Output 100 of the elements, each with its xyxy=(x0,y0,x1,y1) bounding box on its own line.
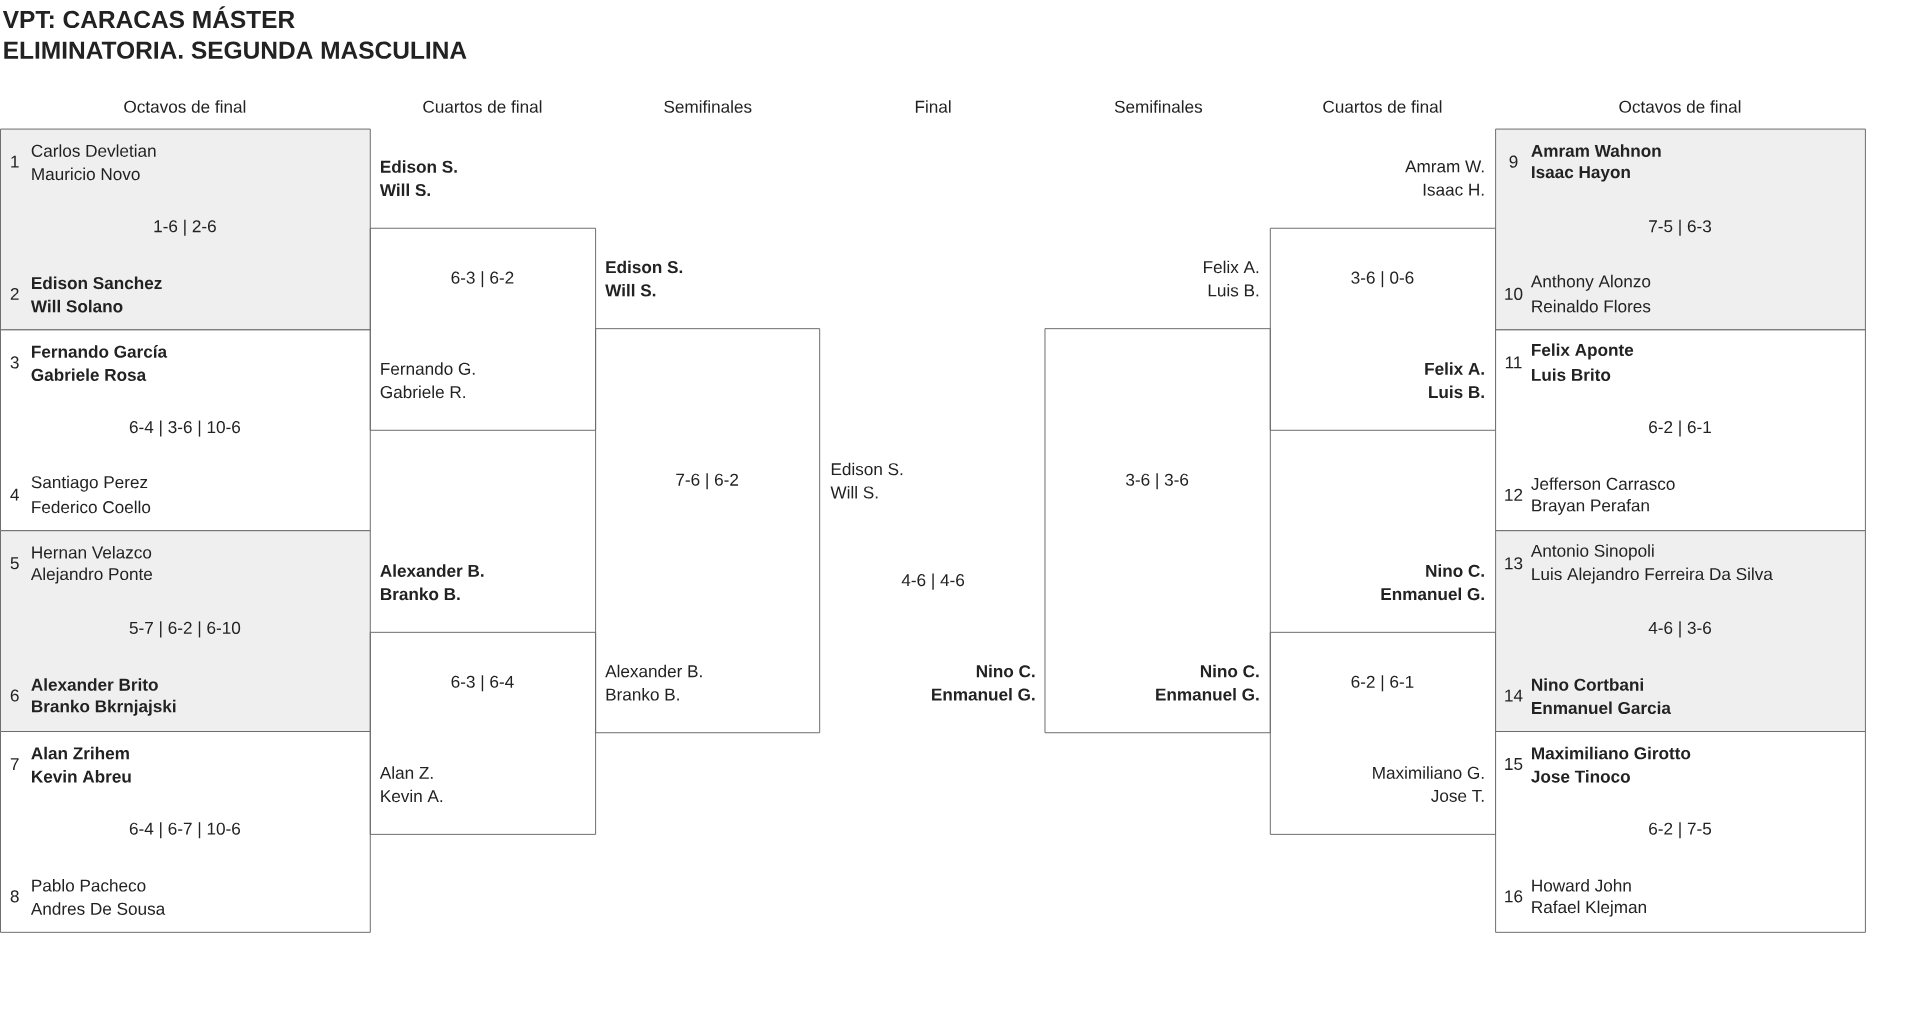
column-header: Final xyxy=(915,100,951,113)
player-name: Nino C. xyxy=(1426,564,1484,577)
title: VPT: CARACAS MÁSTER xyxy=(2,5,295,28)
player-name: Will S. xyxy=(605,283,656,297)
player-name: Branko B. xyxy=(381,587,460,600)
player-name: Alexander Brito xyxy=(31,677,158,691)
player-name: Luis Brito xyxy=(1532,368,1611,381)
player-name: Brayan Perafan xyxy=(1532,498,1649,515)
player-name: Antonio Sinopoli xyxy=(1530,544,1654,560)
player-name: Nino Cortbani xyxy=(1532,677,1643,691)
match-box xyxy=(0,128,371,331)
player-name: Enmanuel G. xyxy=(1381,587,1484,600)
player-name: Hernan Velazco xyxy=(32,545,152,559)
seed-number: 13 xyxy=(1505,556,1523,570)
player-name: Alexander B. xyxy=(605,664,702,678)
score: 3-6 | 0-6 xyxy=(1351,270,1414,287)
score: 1-6 | 2-6 xyxy=(154,219,216,236)
column-header: Cuartos de final xyxy=(423,100,542,113)
match-box xyxy=(0,530,371,732)
player-name: Fernando G. xyxy=(381,362,475,375)
seed-number: 1 xyxy=(11,155,19,168)
column-header: Octavos de final xyxy=(1619,100,1741,113)
score: 5-7 | 6-2 | 6-10 xyxy=(129,621,241,638)
column-header: Octavos de final xyxy=(124,100,246,113)
player-name: Mauricio Novo xyxy=(32,167,140,180)
player-name: Maximiliano Girotto xyxy=(1532,746,1691,760)
player-name: Branko Bkrnjajski xyxy=(32,699,176,716)
player-name: Kevin Abreu xyxy=(32,769,131,783)
seed-number: 15 xyxy=(1505,757,1523,770)
player-name: Luis Alejandro Ferreira Da Silva xyxy=(1532,567,1773,584)
match-box xyxy=(1495,128,1866,331)
player-name: Felix A. xyxy=(1204,260,1259,273)
player-name: Felix A. xyxy=(1425,362,1484,375)
score: 6-2 | 6-1 xyxy=(1351,675,1414,692)
player-name: Gabriele Rosa xyxy=(31,368,147,381)
score: 6-4 | 3-6 | 10-6 xyxy=(129,420,241,437)
score: 3-6 | 3-6 xyxy=(1126,472,1189,489)
player-name: Nino C. xyxy=(1200,664,1259,678)
seed-number: 11 xyxy=(1505,356,1522,369)
player-name: Andres De Sousa xyxy=(30,902,166,915)
player-name: Kevin A. xyxy=(381,789,443,802)
seed-number: 16 xyxy=(1505,890,1523,903)
seed-number: 5 xyxy=(10,557,19,570)
player-name: Felix Aponte xyxy=(1532,343,1634,360)
player-name: Jefferson Carrasco xyxy=(1531,477,1675,490)
player-name: Reinaldo Flores xyxy=(1532,299,1651,313)
player-name: Alan Zrihem xyxy=(31,746,129,760)
player-name: Will S. xyxy=(379,183,430,196)
player-name: Edison Sanchez xyxy=(32,276,162,289)
player-name: Pablo Pacheco xyxy=(32,878,146,892)
seed-number: 6 xyxy=(10,689,19,702)
match-box xyxy=(369,160,597,431)
match-box xyxy=(1495,329,1866,531)
player-name: Anthony Alonzo xyxy=(1530,274,1651,291)
player-name: Rafael Klejman xyxy=(1532,900,1646,917)
seed-number: 7 xyxy=(10,757,19,770)
score: 6-3 | 6-2 xyxy=(451,270,514,287)
player-name: Will Solano xyxy=(30,299,123,313)
player-name: Fernando García xyxy=(32,344,168,358)
player-name: Alan Z. xyxy=(379,766,433,779)
player-name: Luis B. xyxy=(1208,283,1259,297)
player-name: Amram W. xyxy=(1405,160,1484,173)
column-header: Semifinales xyxy=(1114,100,1203,113)
score: 4-6 | 4-6 xyxy=(901,573,965,590)
player-name: Maximiliano G. xyxy=(1373,766,1484,779)
column-header: Semifinales xyxy=(664,100,752,113)
score: 6-2 | 6-1 xyxy=(1649,420,1711,437)
player-name: Jose Tinoco xyxy=(1531,769,1630,783)
match-box xyxy=(0,329,371,531)
match-box xyxy=(1495,530,1866,732)
seed-number: 8 xyxy=(10,890,19,903)
player-name: Howard John xyxy=(1532,878,1631,892)
player-name: Isaac Hayon xyxy=(1532,166,1630,182)
seed-number: 2 xyxy=(10,287,19,300)
seed-number: 14 xyxy=(1505,689,1523,702)
player-name: Gabriele R. xyxy=(380,385,465,398)
player-name: Edison S. xyxy=(381,160,457,173)
seed-number: 3 xyxy=(10,356,19,369)
player-name: Isaac H. xyxy=(1423,183,1484,196)
seed-number: 4 xyxy=(10,488,19,501)
player-name: Amram Wahnon xyxy=(1531,144,1661,157)
player-name: Santiago Perez xyxy=(31,475,148,492)
player-name: Carlos Devletian xyxy=(31,144,156,157)
player-name: Enmanuel G. xyxy=(1156,687,1259,701)
seed-number: 9 xyxy=(1509,155,1518,168)
player-name: Branko B. xyxy=(606,687,679,701)
score: 6-4 | 6-7 | 10-6 xyxy=(129,821,241,838)
match-box xyxy=(1495,730,1866,933)
seed-number: 10 xyxy=(1505,287,1523,300)
player-name: Enmanuel Garcia xyxy=(1532,701,1671,714)
player-name: Federico Coello xyxy=(32,500,151,513)
player-name: Alexander B. xyxy=(380,564,484,577)
player-name: Luis B. xyxy=(1429,385,1484,398)
seed-number: 12 xyxy=(1505,488,1523,501)
match-box xyxy=(595,260,821,733)
player-name: Edison S. xyxy=(606,260,683,273)
match-box xyxy=(1044,260,1271,733)
score: 4-6 | 3-6 xyxy=(1648,621,1711,638)
subtitle: ELIMINATORIA. SEGUNDA MASCULINA xyxy=(4,41,467,59)
match-box xyxy=(0,730,371,933)
